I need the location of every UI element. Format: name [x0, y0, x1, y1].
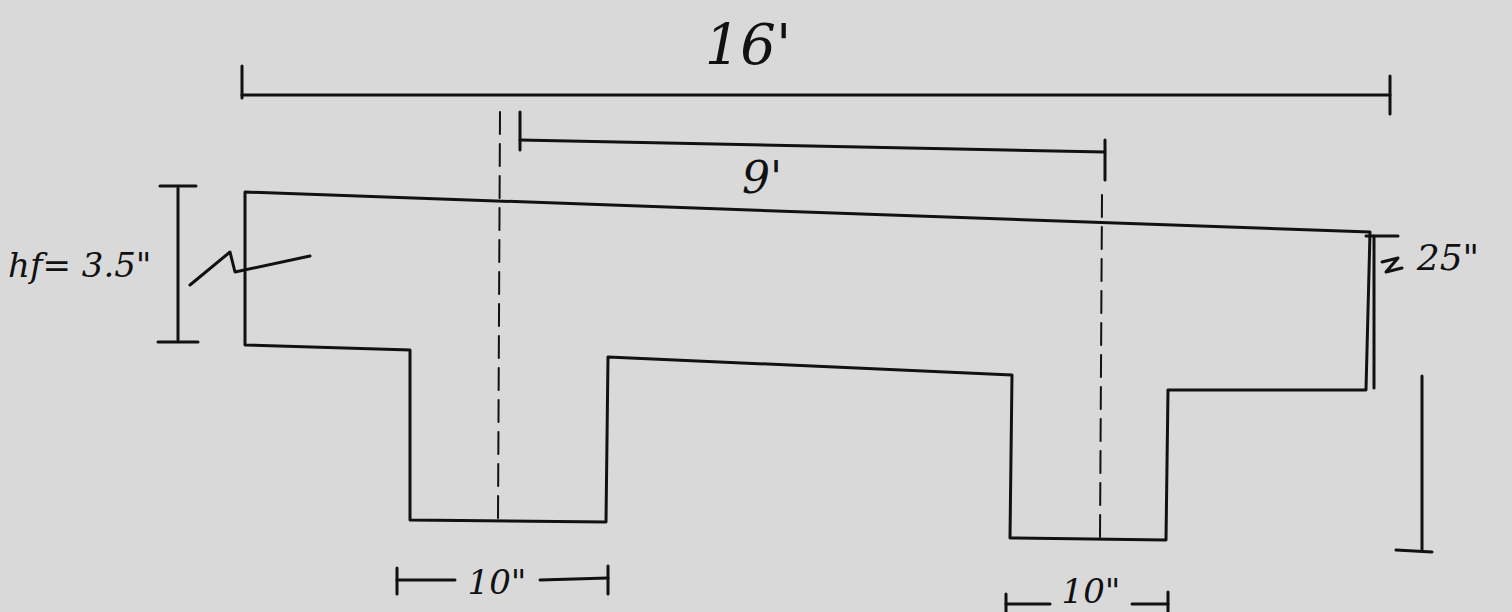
- dimension-tick: [1396, 550, 1432, 552]
- dimension-tick: [1366, 235, 1398, 238]
- dimension-line: [1373, 236, 1376, 388]
- dimension-line: [1006, 603, 1050, 606]
- dimension-tick: [1104, 140, 1107, 180]
- dimension-tick: [607, 566, 610, 594]
- dimension-line: [177, 188, 180, 340]
- dimension-tick: [1167, 592, 1170, 612]
- dimension-line: [1421, 376, 1424, 550]
- span-dimension: 16': [705, 17, 792, 73]
- beam-outline: [245, 192, 1370, 540]
- dimension-tick: [160, 185, 196, 188]
- dimension-line: [242, 94, 1390, 97]
- depth-dimension: 25": [1417, 240, 1479, 276]
- dimension-tick: [519, 112, 522, 150]
- spacing-dimension: 9': [742, 156, 782, 200]
- web-width: 10": [1062, 574, 1121, 608]
- leader-mark: [190, 252, 310, 285]
- web-width: 10": [468, 565, 527, 599]
- dimension-tick: [241, 66, 244, 98]
- leader-mark: [1382, 258, 1402, 272]
- dimension-tick: [1389, 76, 1392, 114]
- flange-thickness: hf= 3.5": [8, 248, 152, 282]
- centerline: [498, 112, 500, 520]
- dimension-line: [1132, 603, 1168, 606]
- dimension-line: [520, 140, 1105, 152]
- dimension-tick: [158, 341, 198, 344]
- dimension-line: [397, 579, 455, 582]
- centerline: [1100, 195, 1102, 538]
- dimension-line: [540, 578, 608, 580]
